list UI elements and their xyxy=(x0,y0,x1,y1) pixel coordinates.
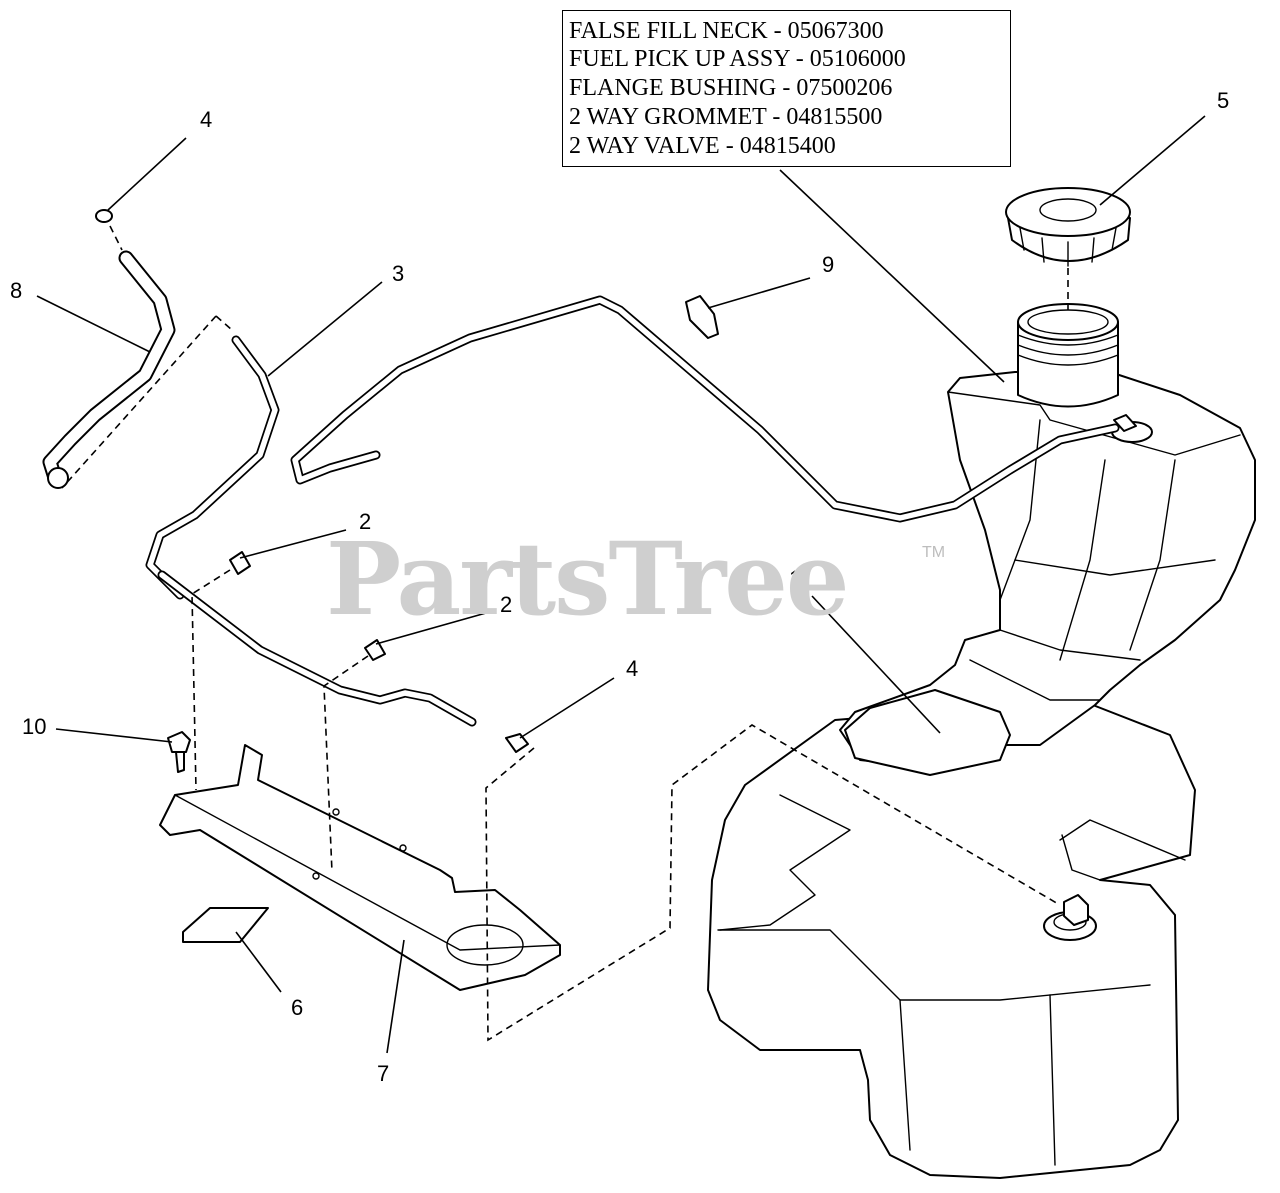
hose-clamp-lower xyxy=(505,733,529,753)
bolt-10 xyxy=(167,731,191,773)
callout-4-lower: 4 xyxy=(626,656,638,681)
note-line-false-fill-neck: FALSE FILL NECK - 05067300 xyxy=(569,18,884,44)
line-clip-upper xyxy=(229,551,251,575)
callout-10: 10 xyxy=(22,714,46,739)
note-line-2-way-grommet: 2 WAY GROMMET - 04815500 xyxy=(569,104,883,130)
callout-1: 1 xyxy=(789,566,801,591)
fuel-tank xyxy=(707,303,1256,1179)
callout-numbers: 4 8 3 9 5 2 2 1 4 10 6 7 xyxy=(10,88,1229,1086)
leader-lines xyxy=(36,115,1206,1054)
trademark-mark: TM xyxy=(922,544,946,561)
callout-3: 3 xyxy=(392,261,404,286)
note-line-flange-bushing: FLANGE BUSHING - 07500206 xyxy=(569,75,893,101)
callout-5: 5 xyxy=(1217,88,1229,113)
note-line-2-way-valve: 2 WAY VALVE - 04815400 xyxy=(569,133,836,159)
tank-bracket xyxy=(159,744,561,991)
fuel-cap xyxy=(1005,187,1131,267)
callout-6: 6 xyxy=(291,995,303,1020)
callout-2-upper: 2 xyxy=(359,509,371,534)
assembly-dashed-lines xyxy=(61,225,1069,1042)
parts-note-box: FALSE FILL NECK - 05067300 FUEL PICK UP … xyxy=(562,10,1011,167)
callout-2-lower: 2 xyxy=(500,592,512,617)
callout-4-top: 4 xyxy=(200,107,212,132)
callout-7: 7 xyxy=(377,1061,389,1086)
callout-8: 8 xyxy=(10,278,22,303)
vent-hose xyxy=(42,250,176,489)
fuel-line xyxy=(145,295,1120,727)
clip-9 xyxy=(685,295,719,339)
decal-6 xyxy=(182,907,269,943)
note-line-fuel-pick-up-assy: FUEL PICK UP ASSY - 05106000 xyxy=(569,46,906,72)
line-clip-lower xyxy=(364,639,386,661)
callout-9: 9 xyxy=(822,252,834,277)
hose-clamp-top xyxy=(95,209,113,223)
